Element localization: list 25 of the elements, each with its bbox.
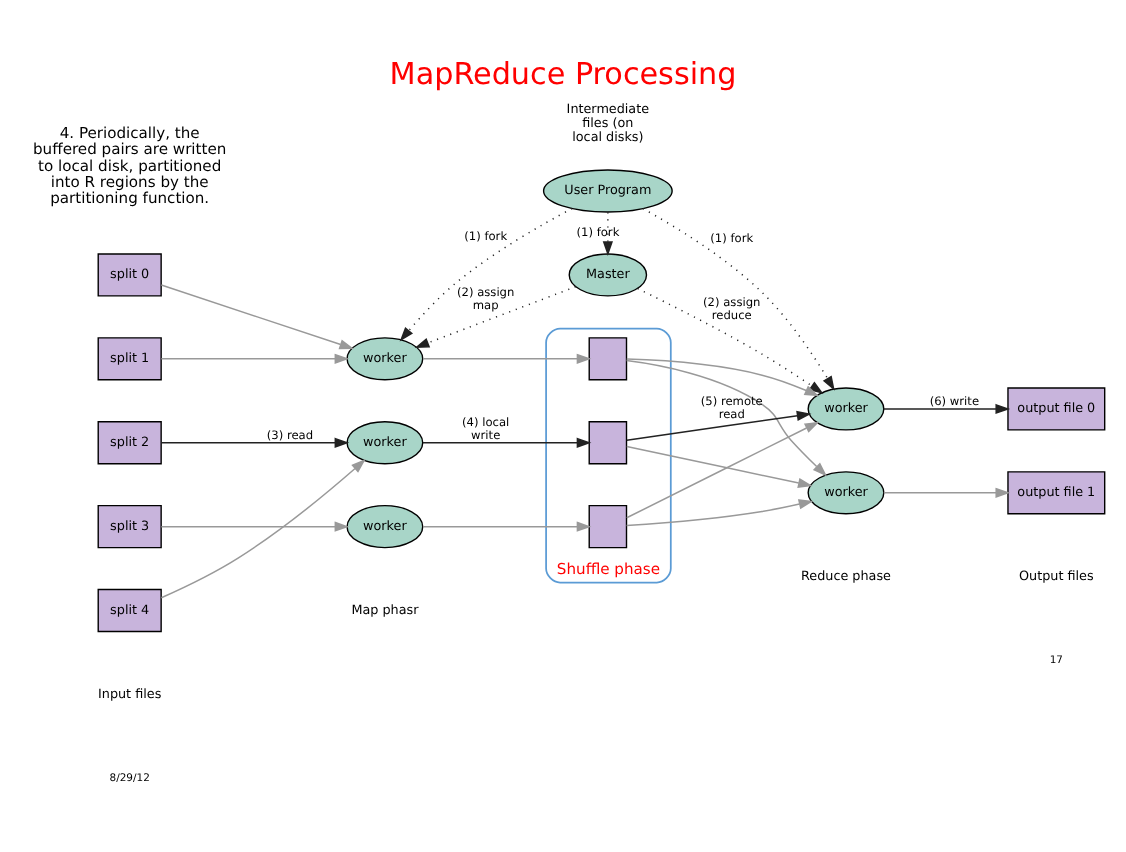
node-box bbox=[588, 336, 628, 380]
arrow bbox=[625, 498, 814, 526]
arrow bbox=[883, 486, 1011, 497]
arrow bbox=[160, 436, 350, 447]
arrow bbox=[625, 358, 828, 476]
arrow bbox=[160, 283, 355, 349]
arrow bbox=[422, 352, 592, 363]
arrow bbox=[636, 286, 824, 393]
node-box bbox=[588, 420, 628, 464]
arrow bbox=[422, 436, 592, 447]
arrow bbox=[626, 420, 820, 518]
arrow bbox=[160, 352, 350, 363]
arrow bbox=[626, 357, 820, 396]
arrow bbox=[602, 210, 613, 256]
arrow bbox=[399, 206, 573, 341]
arrow bbox=[626, 409, 812, 440]
node-box bbox=[588, 503, 628, 548]
arrow bbox=[883, 402, 1011, 414]
arrow bbox=[414, 285, 577, 347]
arrow bbox=[160, 520, 350, 531]
arrow bbox=[422, 520, 592, 531]
diagram-title: MapReduce Processing bbox=[389, 54, 737, 91]
arrow bbox=[642, 206, 835, 390]
arrow bbox=[160, 458, 366, 598]
arrow bbox=[626, 444, 813, 487]
